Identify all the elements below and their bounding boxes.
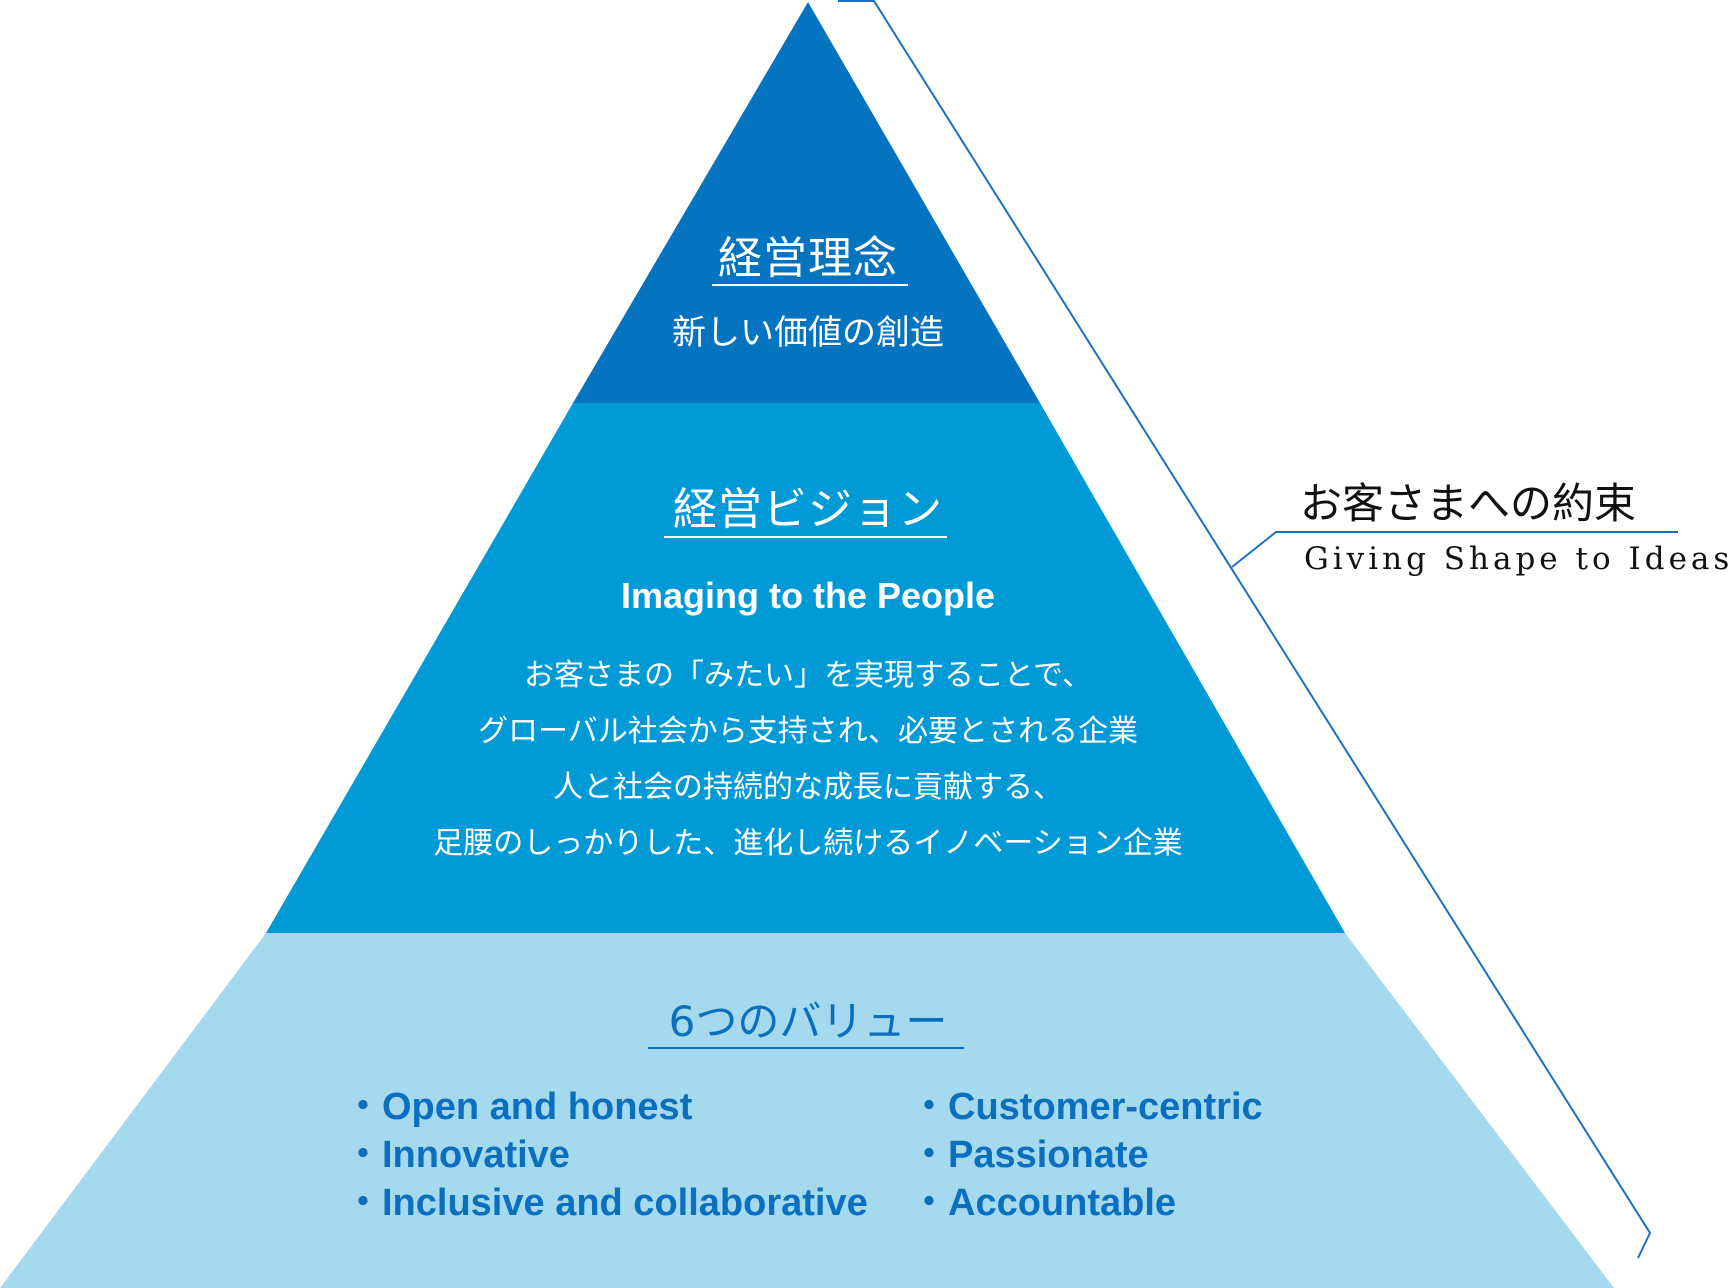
value-item: ・Inclusive and collaborative xyxy=(344,1182,868,1224)
philosophy-subtitle: 新しい価値の創造 xyxy=(672,313,944,353)
philosophy-title: 経営理念 xyxy=(718,233,898,284)
value-item: ・Passionate xyxy=(910,1134,1149,1176)
bracket-line xyxy=(838,0,1652,1259)
value-item: ・Innovative xyxy=(344,1134,570,1176)
promise-title: お客さまへの約束 xyxy=(1300,479,1637,528)
tier-middle-shape xyxy=(266,403,1345,933)
philosophy-title-underline xyxy=(712,284,908,286)
vision-line: グローバル社会から支持され、必要とされる企業 xyxy=(478,714,1138,749)
vision-line: 人と社会の持続的な成長に貢献する、 xyxy=(553,770,1063,805)
value-item: ・Open and honest xyxy=(344,1086,693,1128)
tier-top-shape xyxy=(573,2,1040,403)
values-list-left: ・Open and honest ・Innovative ・Inclusive … xyxy=(344,1083,868,1227)
vision-slogan: Imaging to the People xyxy=(620,575,996,616)
value-item: ・Accountable xyxy=(910,1182,1177,1224)
vision-line: お客さまの「みたい」を実現することで、 xyxy=(524,658,1092,693)
vision-title: 経営ビジョン xyxy=(673,484,943,535)
vision-description: お客さまの「みたい」を実現することで、 グローバル社会から支持され、必要とされる… xyxy=(0,648,1616,872)
values-title: 6つのバリュー xyxy=(668,997,948,1046)
values-title-underline xyxy=(648,1047,964,1049)
tier-bottom-shape xyxy=(0,933,1614,1288)
value-item: ・Customer-centric xyxy=(910,1086,1263,1128)
vision-title-underline xyxy=(664,536,947,538)
promise-subtitle: Giving Shape to Ideas xyxy=(1304,541,1734,577)
promise-connector-line xyxy=(1231,531,1678,568)
vision-line: 足腰のしっかりした、進化し続けるイノベーション企業 xyxy=(433,826,1183,861)
values-list-right: ・Customer-centric ・Passionate ・Accountab… xyxy=(910,1083,1263,1227)
